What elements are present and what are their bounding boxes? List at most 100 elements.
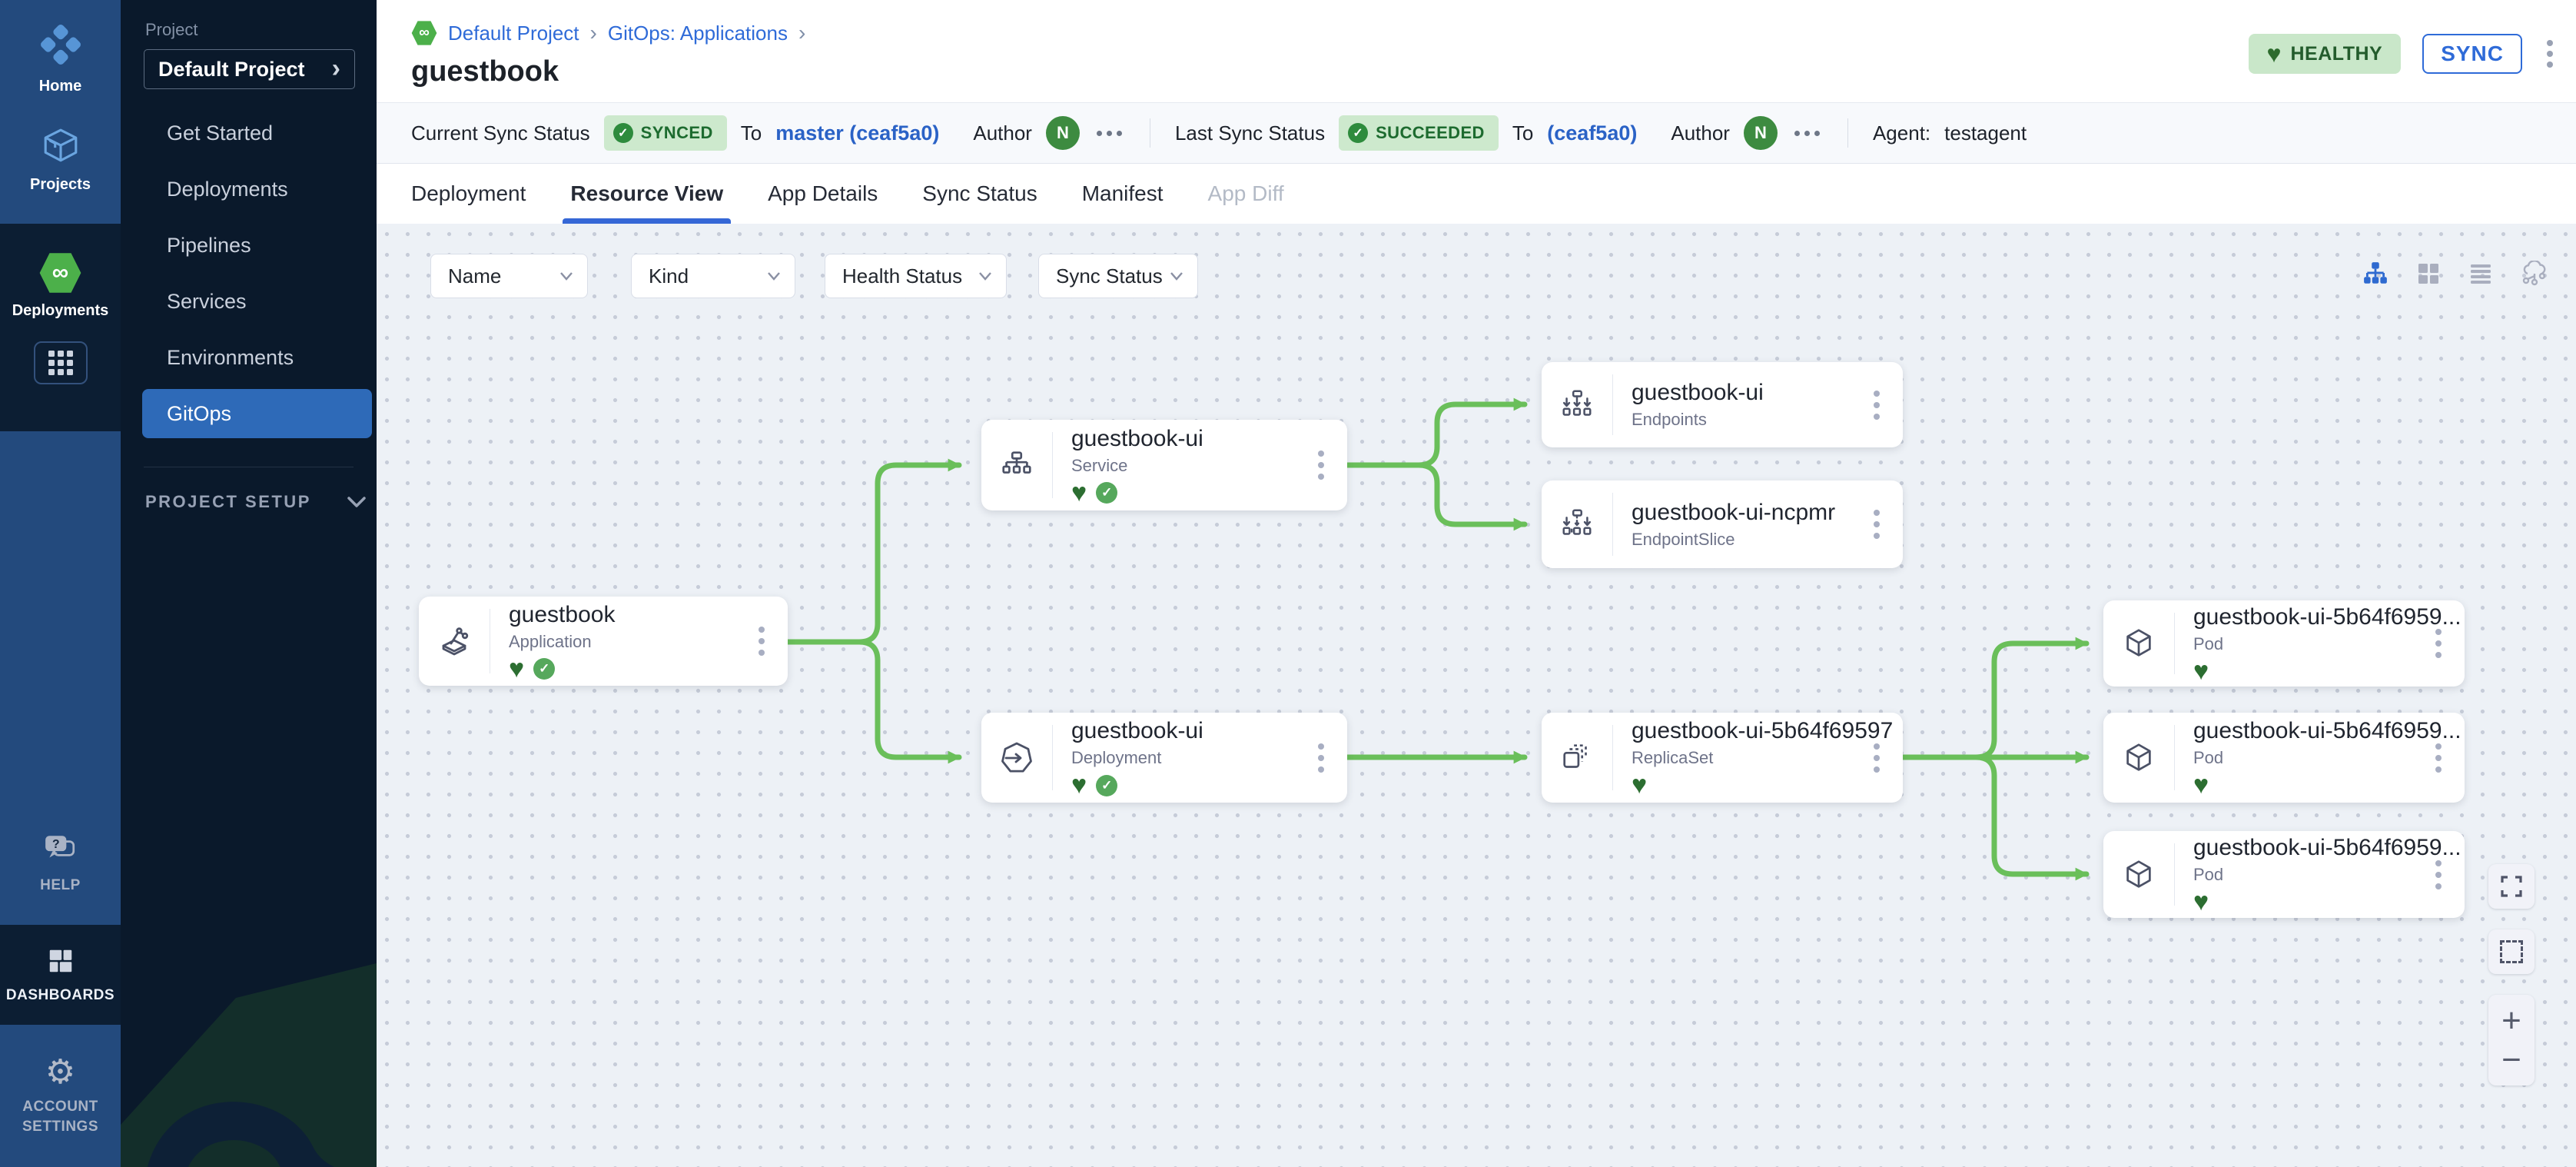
node-replicaset-guestbook-ui-5b64f69597[interactable]: guestbook-ui-5b64f69597 ReplicaSet ♥ bbox=[1542, 713, 1903, 803]
rail-item-home[interactable]: Home bbox=[39, 23, 82, 95]
project-selector[interactable]: Default Project › bbox=[144, 49, 355, 89]
rail-item-account-settings[interactable]: ⚙ ACCOUNT SETTINGS bbox=[11, 1052, 111, 1136]
sidebar-item-environments[interactable]: Environments bbox=[167, 345, 294, 369]
zoom-control: + − bbox=[2488, 995, 2535, 1086]
node-kind: Pod bbox=[2193, 865, 2224, 885]
node-pod-3[interactable]: guestbook-ui-5b64f6959... Pod ♥ bbox=[2103, 831, 2465, 918]
synced-badge: ✓ SYNCED bbox=[603, 115, 727, 151]
node-title: guestbook-ui-5b64f69597 bbox=[1632, 718, 1894, 744]
sidebar-item-pipelines[interactable]: Pipelines bbox=[167, 233, 251, 257]
pod-icon bbox=[2103, 626, 2174, 661]
sidebar-item-services[interactable]: Services bbox=[167, 289, 247, 313]
page-header: ∞ Default Project › GitOps: Applications… bbox=[377, 0, 2576, 102]
sidebar-item-gitops[interactable]: GitOps bbox=[142, 389, 372, 438]
fullscreen-button[interactable] bbox=[2488, 864, 2535, 909]
app-menu-button[interactable] bbox=[2544, 37, 2556, 71]
to-label: To bbox=[1512, 121, 1534, 145]
node-status-icons: ♥ bbox=[2193, 658, 2461, 684]
network-view-icon[interactable] bbox=[2521, 261, 2548, 287]
node-menu-button[interactable] bbox=[1313, 739, 1329, 777]
tab-sync-status[interactable]: Sync Status bbox=[922, 181, 1037, 205]
node-menu-button[interactable] bbox=[1869, 386, 1884, 424]
healthy-heart-icon: ♥ bbox=[2193, 770, 2209, 800]
view-tabs: Deployment Resource View App Details Syn… bbox=[377, 164, 2576, 224]
list-view-icon[interactable] bbox=[2468, 262, 2493, 285]
commit-more-button[interactable] bbox=[1094, 128, 1125, 139]
tab-app-details[interactable]: App Details bbox=[768, 181, 878, 205]
to-label: To bbox=[740, 121, 762, 145]
agent-value: testagent bbox=[1944, 121, 2027, 145]
module-browser-button[interactable] bbox=[33, 341, 88, 384]
node-menu-button[interactable] bbox=[2431, 739, 2446, 777]
node-menu-button[interactable] bbox=[2431, 856, 2446, 894]
pod-icon bbox=[2103, 857, 2174, 893]
node-kind: Deployment bbox=[1071, 748, 1162, 768]
tab-resource-view[interactable]: Resource View bbox=[563, 164, 731, 224]
node-menu-button[interactable] bbox=[754, 622, 769, 660]
chevron-down-icon bbox=[1170, 272, 1183, 281]
synced-check-icon: ✓ bbox=[1096, 482, 1118, 504]
commit-more-button[interactable] bbox=[1791, 128, 1823, 139]
breadcrumb: ∞ Default Project › GitOps: Applications… bbox=[411, 20, 2576, 46]
rail-item-help[interactable]: ? HELP bbox=[40, 833, 81, 896]
sidebar-item-get-started[interactable]: Get Started bbox=[167, 121, 274, 145]
marquee-select-button[interactable] bbox=[2488, 929, 2535, 974]
filter-kind-dropdown[interactable]: Kind bbox=[631, 254, 795, 298]
tree-view-icon[interactable] bbox=[2362, 261, 2388, 286]
node-deployment-guestbook-ui[interactable]: guestbook-ui Deployment ♥ ✓ bbox=[981, 713, 1347, 803]
node-status-icons: ♥ ✓ bbox=[1071, 477, 1203, 507]
current-revision-link[interactable]: master (ceaf5a0) bbox=[775, 121, 940, 145]
health-status-badge: ♥ HEALTHY bbox=[2248, 34, 2402, 74]
breadcrumb-link-gitops-apps[interactable]: GitOps: Applications bbox=[607, 21, 788, 45]
check-circle-icon: ✓ bbox=[612, 123, 633, 143]
zoom-out-button[interactable]: − bbox=[2501, 1041, 2521, 1079]
grid-view-icon[interactable] bbox=[2416, 261, 2441, 286]
tab-manifest[interactable]: Manifest bbox=[1081, 181, 1164, 205]
node-menu-button[interactable] bbox=[1869, 739, 1884, 777]
resource-tree-canvas[interactable]: Name Kind Health Status Sync Status bbox=[377, 224, 2576, 1167]
header-actions: ♥ HEALTHY SYNC bbox=[2248, 34, 2557, 74]
rail-segment-help: ? HELP bbox=[0, 431, 121, 925]
node-title: guestbook-ui-5b64f6959... bbox=[2193, 603, 2461, 630]
zoom-in-button[interactable]: + bbox=[2501, 1001, 2521, 1039]
filter-name-dropdown[interactable]: Name bbox=[430, 254, 588, 298]
chevron-down-icon bbox=[979, 272, 991, 281]
node-endpoints-guestbook-ui[interactable]: guestbook-ui Endpoints bbox=[1542, 362, 1903, 447]
node-menu-button[interactable] bbox=[2431, 624, 2446, 663]
tab-deployment[interactable]: Deployment bbox=[411, 181, 526, 205]
healthy-heart-icon: ♥ bbox=[1071, 477, 1087, 507]
cube-icon bbox=[41, 126, 80, 168]
project-setup-toggle[interactable]: PROJECT SETUP bbox=[121, 492, 377, 512]
healthy-heart-icon: ♥ bbox=[1632, 770, 1648, 800]
sync-status-bar: Current Sync Status ✓ SYNCED To master (… bbox=[377, 102, 2576, 164]
service-icon bbox=[981, 447, 1052, 483]
filter-sync-status-dropdown[interactable]: Sync Status bbox=[1038, 254, 1198, 298]
gear-icon: ⚙ bbox=[45, 1052, 76, 1091]
application-icon bbox=[419, 623, 490, 660]
node-pod-1[interactable]: guestbook-ui-5b64f6959... Pod ♥ bbox=[2103, 600, 2465, 687]
node-service-guestbook-ui[interactable]: guestbook-ui Service ♥ ✓ bbox=[981, 420, 1347, 510]
rail-item-deployments[interactable]: ∞ Deployments bbox=[12, 251, 108, 320]
tab-app-diff[interactable]: App Diff bbox=[1207, 181, 1284, 205]
node-status-icons: ♥ ✓ bbox=[509, 653, 615, 683]
rail-item-projects[interactable]: Projects bbox=[30, 126, 91, 194]
sidebar-item-deployments[interactable]: Deployments bbox=[167, 177, 288, 201]
healthy-heart-icon: ♥ bbox=[509, 653, 525, 683]
node-endpointslice-guestbook-ui-ncpmr[interactable]: guestbook-ui-ncpmr EndpointSlice bbox=[1542, 480, 1903, 568]
rail-item-dashboards[interactable]: DASHBOARDS bbox=[6, 946, 115, 1004]
healthy-heart-icon: ♥ bbox=[2193, 887, 2209, 917]
node-title: guestbook-ui-ncpmr bbox=[1632, 499, 1836, 525]
filter-health-status-dropdown[interactable]: Health Status bbox=[825, 254, 1007, 298]
breadcrumb-link-project[interactable]: Default Project bbox=[448, 21, 579, 45]
node-kind: Endpoints bbox=[1632, 410, 1707, 429]
sync-button[interactable]: SYNC bbox=[2422, 34, 2522, 74]
node-pod-2[interactable]: guestbook-ui-5b64f6959... Pod ♥ bbox=[2103, 713, 2465, 803]
last-revision-link[interactable]: (ceaf5a0) bbox=[1547, 121, 1638, 145]
node-menu-button[interactable] bbox=[1869, 505, 1884, 544]
node-menu-button[interactable] bbox=[1313, 446, 1329, 484]
author-label: Author bbox=[1671, 121, 1730, 145]
rail-home-label: Home bbox=[38, 78, 82, 95]
rail-segment-account: ⚙ ACCOUNT SETTINGS bbox=[0, 1025, 121, 1167]
node-application-guestbook[interactable]: guestbook Application ♥ ✓ bbox=[419, 597, 788, 686]
